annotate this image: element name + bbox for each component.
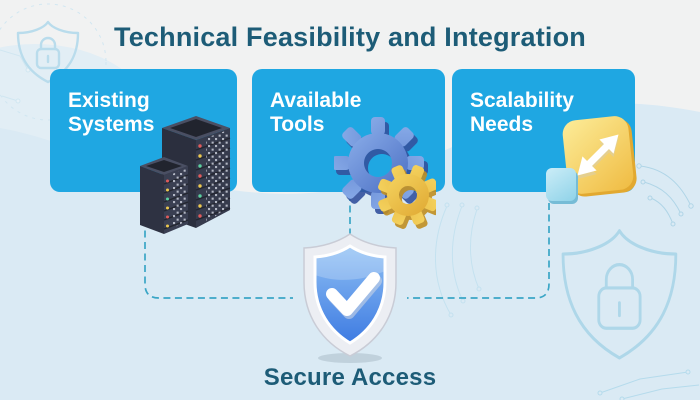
card-label-line1: Existing xyxy=(68,89,150,112)
card-label-line1: Scalability xyxy=(470,89,574,112)
circuit-traces-center xyxy=(434,202,482,318)
card-scalability-needs: Scalability Needs xyxy=(452,69,635,192)
card-label-line2: Tools xyxy=(270,113,325,137)
circuit-traces-right xyxy=(636,163,694,227)
connector-left xyxy=(144,196,293,299)
page-title: Technical Feasibility and Integration xyxy=(114,22,586,52)
card-label-line1: Available xyxy=(270,89,362,112)
secure-access-label: Secure Access xyxy=(263,364,437,391)
card-available-tools: Available Tools xyxy=(252,69,445,192)
card-label-line2: Needs xyxy=(470,113,534,137)
card-label-line2: Systems xyxy=(68,113,155,137)
connector-right xyxy=(407,203,550,299)
shield-check-icon xyxy=(303,233,397,363)
card-existing-systems: Existing Systems xyxy=(50,69,237,192)
shield-lock-outline-large-icon xyxy=(561,229,678,360)
